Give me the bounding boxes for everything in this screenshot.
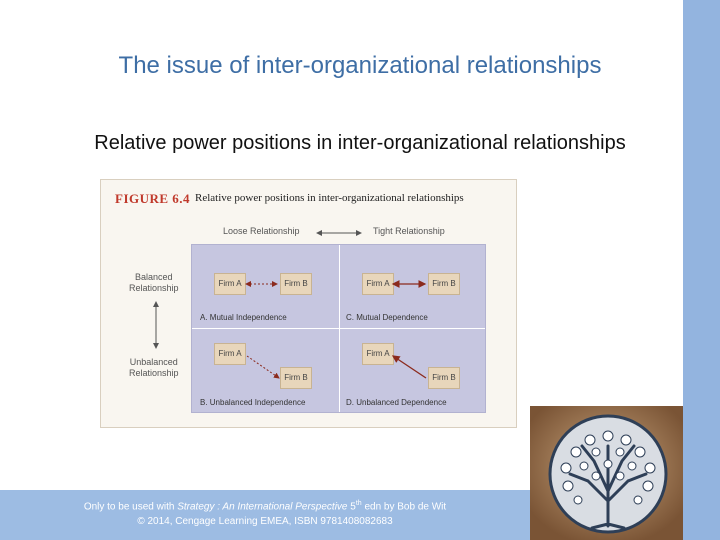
tree-illustration — [530, 406, 683, 540]
axis-balanced-label: Balanced Relationship — [129, 272, 179, 293]
figure-arrows — [153, 230, 427, 379]
cell-d-caption: D. Unbalanced Dependence — [346, 398, 447, 407]
cell-d-arrow — [391, 355, 427, 379]
tree-of-life-image — [530, 406, 683, 540]
figure-number: FIGURE 6.4 — [115, 191, 191, 206]
slide-title: The issue of inter-organizational relati… — [118, 52, 602, 79]
cell-c-caption: C. Mutual Dependence — [346, 313, 428, 322]
axis-unbalanced-label: Unbalanced Relationship — [129, 357, 179, 378]
cell-a-firm-b: Firm B — [280, 273, 312, 295]
cell-b-firm-b: Firm B — [280, 367, 312, 389]
right-accent-bar — [683, 0, 720, 540]
cell-b-caption: B. Unbalanced Independence — [200, 398, 306, 407]
cell-d-firm-b: Firm B — [428, 367, 460, 389]
power-matrix-grid: Firm A Firm B A. Mutual Independence Fir… — [191, 244, 486, 413]
footer-line-1: Only to be used with Strategy : An Inter… — [83, 500, 447, 513]
figure-title: Relative power positions in inter-organi… — [195, 192, 464, 204]
cell-b-firm-a: Firm A — [214, 343, 246, 365]
cell-c-firm-b: Firm B — [428, 273, 460, 295]
footer-credit: Only to be used with Strategy : An Inter… — [0, 496, 530, 529]
axis-loose-label: Loose Relationship — [223, 226, 300, 236]
slide-subtitle: Relative power positions in inter-organi… — [94, 132, 626, 154]
cell-c-firm-a: Firm A — [362, 273, 394, 295]
cell-a-caption: A. Mutual Independence — [200, 313, 287, 322]
footer-line-2: © 2014, Cengage Learning EMEA, ISBN 9781… — [137, 516, 393, 528]
figure-6-4: FIGURE 6.4 Relative power positions in i… — [100, 179, 517, 428]
cell-b-arrow — [246, 355, 280, 379]
cell-d-firm-a: Firm A — [362, 343, 394, 365]
axis-tight-label: Tight Relationship — [373, 226, 445, 236]
grid-divider-horizontal — [192, 328, 485, 329]
